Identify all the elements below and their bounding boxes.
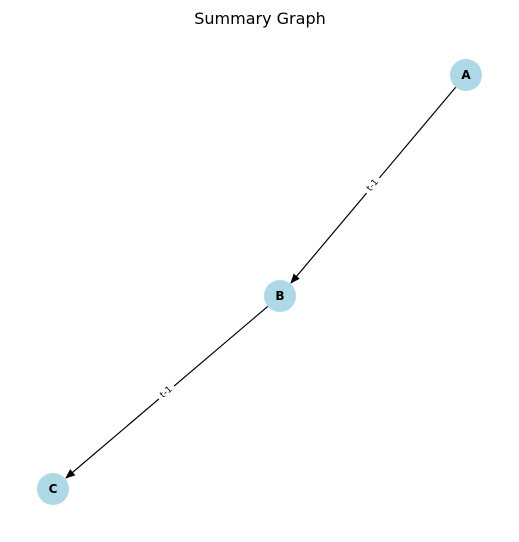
node-label-a: A xyxy=(461,68,471,82)
edge-label-group-b-c: t-1 xyxy=(154,381,179,404)
node-a: A xyxy=(450,59,482,91)
node-label-b: B xyxy=(275,289,284,303)
node-circle-c xyxy=(37,473,69,505)
node-circle-b xyxy=(264,280,296,312)
node-b: B xyxy=(264,280,296,312)
edge-label-background xyxy=(361,173,385,198)
node-label-c: C xyxy=(49,482,58,496)
node-c: C xyxy=(37,473,69,505)
edge-label-group-a-b: t-1 xyxy=(361,173,385,198)
graph-title: Summary Graph xyxy=(194,9,325,28)
edge-label-background xyxy=(154,381,179,404)
node-circle-a xyxy=(450,59,482,91)
nodes-layer: A B C xyxy=(37,59,482,505)
edges-layer: t-1 t-1 xyxy=(65,86,457,479)
